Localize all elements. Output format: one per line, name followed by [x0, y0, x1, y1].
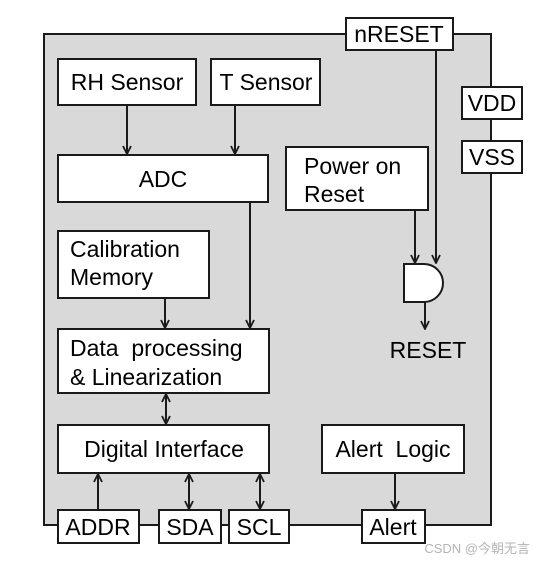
- addr-pin-box: [57, 509, 140, 544]
- data-processing-label-1: Data processing: [70, 335, 243, 361]
- alert-logic-label: Alert Logic: [335, 436, 450, 462]
- calibration-memory-label-1: Calibration: [70, 236, 180, 262]
- calibration-memory-label-2: Memory: [70, 264, 154, 290]
- nreset-pin-box: [345, 17, 454, 51]
- power-on-reset-box: [285, 146, 429, 211]
- vdd-label: VDD: [468, 90, 517, 116]
- sda-pin-box: [158, 509, 222, 544]
- power-on-reset-label-1: Power on: [304, 153, 401, 179]
- scl-pin-label: SCL: [237, 514, 282, 540]
- digital-interface-label: Digital Interface: [84, 436, 244, 462]
- power-on-reset-label-2: Reset: [304, 181, 365, 207]
- data-processing-box: [57, 328, 270, 394]
- adc-label: ADC: [139, 166, 188, 192]
- adc-box: [57, 154, 269, 203]
- calibration-memory-box: [57, 230, 210, 299]
- alert-logic-box: [321, 424, 465, 474]
- reset-output-label: RESET: [390, 337, 467, 363]
- t-sensor-label: T Sensor: [220, 69, 313, 95]
- addr-pin-label: ADDR: [65, 514, 130, 540]
- rh-sensor-label: RH Sensor: [71, 69, 184, 95]
- alert-pin-box: [361, 509, 426, 544]
- and-gate: [403, 263, 444, 303]
- sda-pin-label: SDA: [166, 514, 214, 540]
- t-sensor-box: [210, 58, 321, 106]
- vss-label: VSS: [469, 144, 515, 170]
- alert-pin-label: Alert: [369, 514, 417, 540]
- nreset-label: nRESET: [354, 21, 443, 47]
- data-processing-label-2: & Linearization: [70, 364, 222, 390]
- vdd-pin-box: [461, 86, 523, 120]
- digital-interface-box: [57, 424, 270, 474]
- vss-pin-box: [461, 140, 523, 174]
- watermark: CSDN @今朝无言: [424, 541, 530, 556]
- scl-pin-box: [228, 509, 290, 544]
